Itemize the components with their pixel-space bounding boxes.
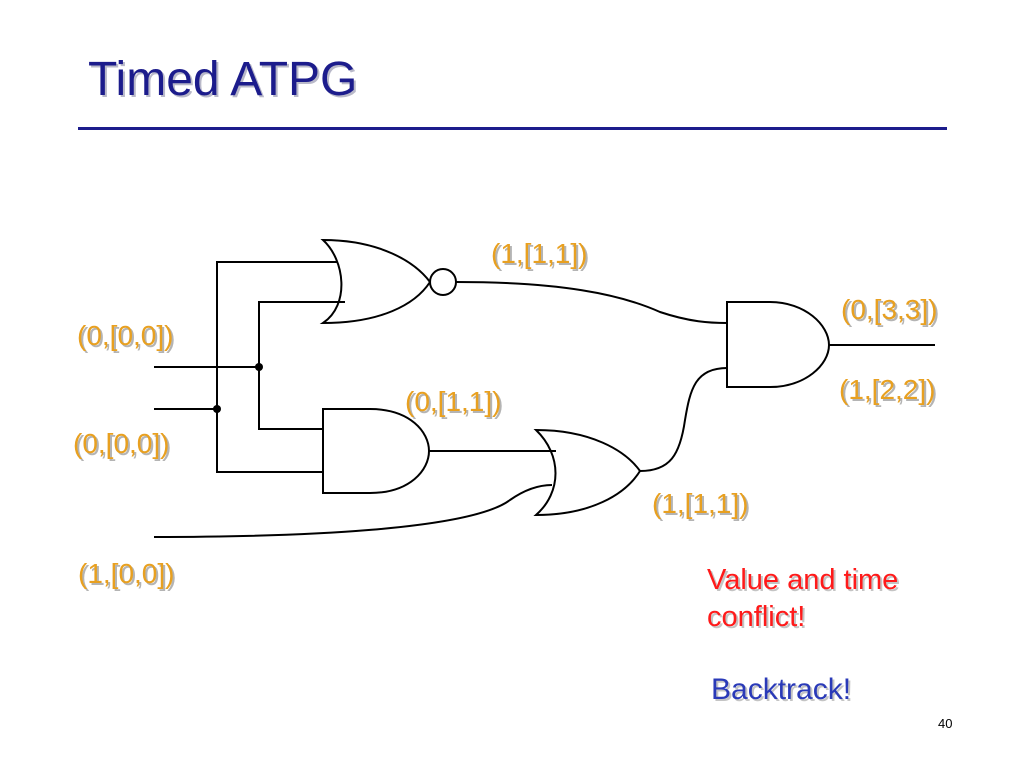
input-b-label: (0,[0,0]) [73, 428, 170, 459]
wire-b-branch [216, 261, 337, 473]
wire-input-c [153, 484, 553, 538]
conflict-note: Value and time conflict! [707, 564, 899, 633]
and-output-label: (0,[1,1]) [405, 386, 502, 417]
backtrack-note: Backtrack! [711, 673, 852, 706]
final-output-bottom-label: (1,[2,2]) [839, 374, 936, 405]
junction-dot-b [213, 405, 221, 413]
and-gate [322, 408, 431, 494]
junction-dot-a [255, 363, 263, 371]
input-a-label: (0,[0,0]) [77, 320, 174, 351]
input-c-label: (1,[0,0]) [78, 558, 175, 589]
slide-title: Timed ATPG [88, 53, 358, 106]
wire-nor-out [455, 281, 728, 324]
slide-number: 40 [938, 716, 953, 731]
nor-output-label: (1,[1,1]) [491, 238, 588, 269]
wire-or-out [639, 367, 728, 472]
nor-gate [319, 238, 432, 325]
title-underline [78, 127, 947, 130]
nor-bubble [429, 268, 457, 296]
wire-a-branch [258, 301, 345, 430]
final-and-gate [726, 301, 831, 388]
or-gate [533, 428, 642, 517]
or-output-label: (1,[1,1]) [652, 488, 749, 519]
final-output-top-label: (0,[3,3]) [841, 294, 938, 325]
